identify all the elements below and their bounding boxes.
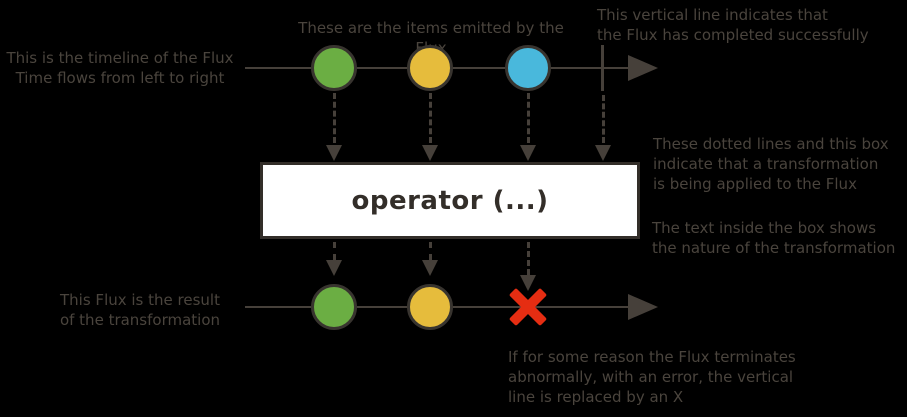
source-marble-green <box>311 45 357 91</box>
result-marble-yellow <box>407 284 453 330</box>
dashed-arrowhead-icon <box>326 145 342 161</box>
error-x-icon <box>506 285 550 329</box>
dashed-arrowhead-icon <box>326 260 342 276</box>
dashed-arrow-line <box>527 93 530 143</box>
note-error: If for some reason the Flux terminates a… <box>508 348 796 406</box>
note-timeline: This is the timeline of the Flux Time fl… <box>6 49 234 87</box>
source-marble-blue <box>505 45 551 91</box>
dashed-arrowhead-icon <box>520 145 536 161</box>
note-box-text: The text inside the box shows the nature… <box>652 219 896 257</box>
dashed-arrow-line <box>333 93 336 143</box>
note-transformation: These dotted lines and this box indicate… <box>653 135 889 193</box>
dashed-arrow-line <box>333 242 336 260</box>
dashed-arrowhead-icon <box>595 145 611 161</box>
dashed-arrow-line <box>602 95 605 143</box>
complete-bar-icon <box>601 45 604 91</box>
dashed-arrow-line <box>429 93 432 143</box>
dashed-arrow-line <box>429 242 432 260</box>
dashed-arrow-line <box>527 242 530 275</box>
source-marble-yellow <box>407 45 453 91</box>
source-timeline-arrowhead-icon <box>628 55 658 81</box>
result-timeline-arrowhead-icon <box>628 294 658 320</box>
dashed-arrowhead-icon <box>520 275 536 291</box>
dashed-arrowhead-icon <box>422 145 438 161</box>
note-result: This Flux is the result of the transform… <box>59 291 221 329</box>
dashed-arrowhead-icon <box>422 260 438 276</box>
operator-box: operator (...) <box>260 162 640 239</box>
note-complete: This vertical line indicates that the Fl… <box>597 6 869 44</box>
result-marble-green <box>311 284 357 330</box>
operator-label: operator (...) <box>351 185 549 216</box>
